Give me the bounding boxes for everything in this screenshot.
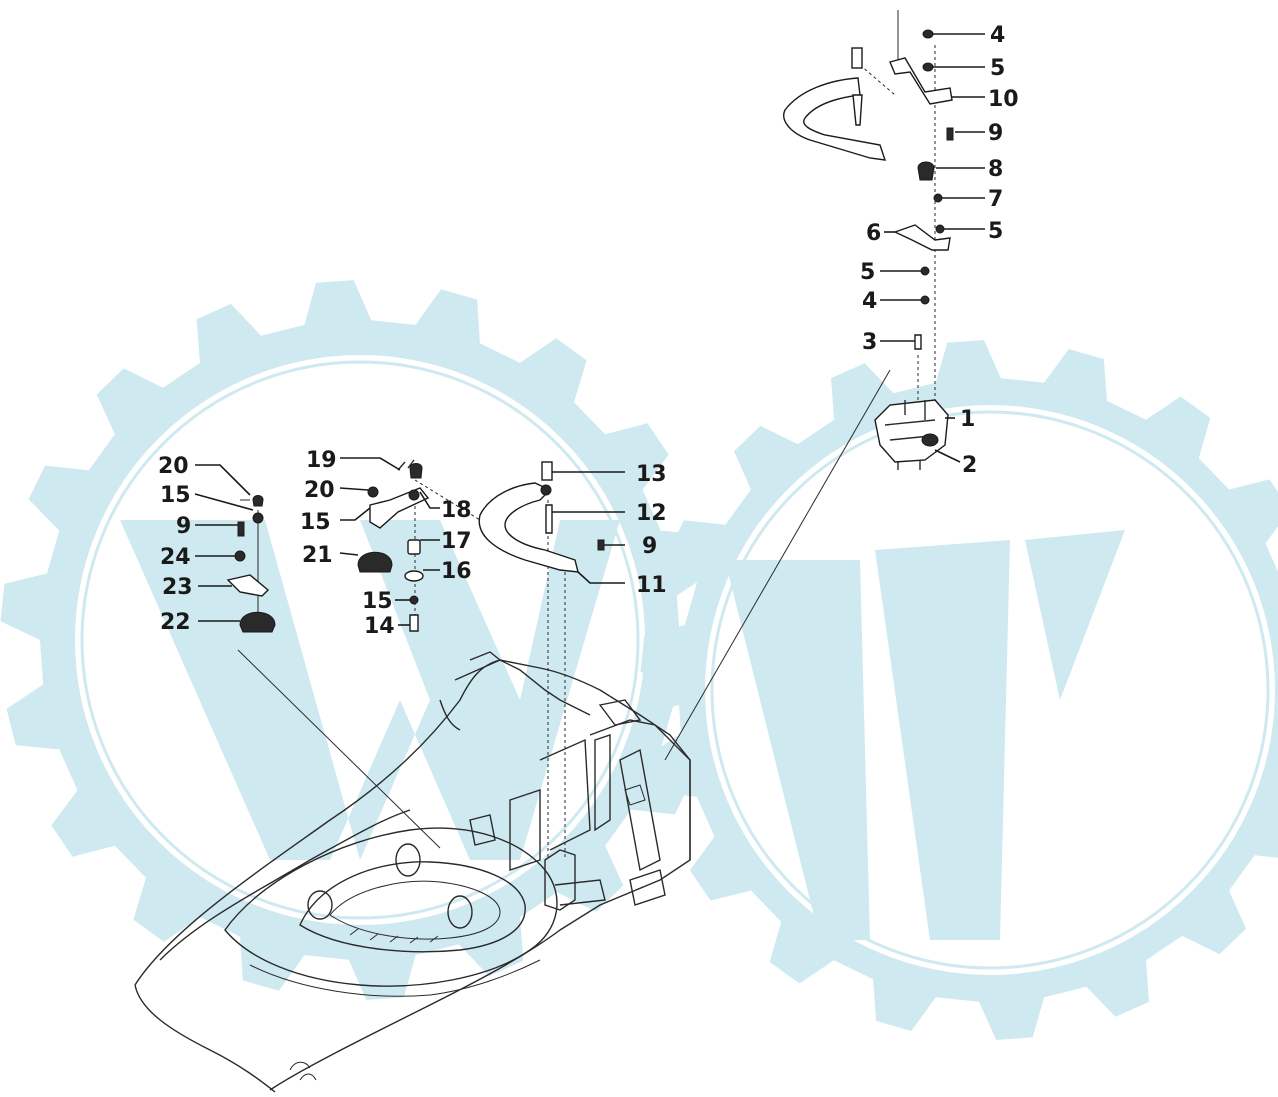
callout-24: 24 — [160, 545, 191, 570]
callout-15-left: 15 — [160, 483, 191, 508]
callout-21: 21 — [302, 543, 333, 568]
watermark-gear-left — [0, 280, 720, 1000]
upper-throttle-assembly — [783, 29, 954, 470]
callout-8: 8 — [988, 157, 1003, 182]
callout-20-center: 20 — [304, 478, 335, 503]
callout-1: 1 — [960, 407, 975, 432]
watermark-logo — [0, 280, 1278, 1040]
callout-13: 13 — [636, 462, 667, 487]
mower-deck — [134, 651, 691, 1093]
callout-9-mid: 9 — [642, 534, 657, 559]
callout-14: 14 — [364, 614, 395, 639]
callout-5-top: 5 — [990, 56, 1005, 81]
callout-22: 22 — [160, 610, 191, 635]
callout-16: 16 — [441, 559, 472, 584]
callout-4-top: 4 — [990, 23, 1005, 48]
callout-7: 7 — [988, 187, 1003, 212]
callout-23: 23 — [162, 575, 193, 600]
callout-9-top: 9 — [988, 121, 1003, 146]
callout-5-low: 5 — [860, 260, 875, 285]
callout-18: 18 — [441, 498, 472, 523]
callout-19: 19 — [306, 448, 337, 473]
callout-15-lower: 15 — [362, 589, 393, 614]
callout-10: 10 — [988, 87, 1019, 112]
middle-bracket-assembly — [478, 461, 605, 573]
callout-5-mid: 5 — [988, 219, 1003, 244]
callout-6: 6 — [866, 221, 881, 246]
callout-15-center: 15 — [300, 510, 331, 535]
leader-lines — [194, 33, 985, 626]
watermark-gear-right — [640, 340, 1278, 1040]
callout-3: 3 — [862, 330, 877, 355]
callout-17: 17 — [441, 529, 472, 554]
callout-12: 12 — [636, 501, 667, 526]
callout-labels: 4 5 10 9 8 7 6 5 5 4 3 1 2 13 12 9 11 19… — [158, 23, 1019, 639]
callout-4-low: 4 — [862, 289, 877, 314]
callout-11: 11 — [636, 573, 667, 598]
callout-2: 2 — [962, 453, 977, 478]
callout-20-left: 20 — [158, 454, 189, 479]
left-mount-assembly — [226, 495, 276, 633]
callout-9-left: 9 — [176, 514, 191, 539]
